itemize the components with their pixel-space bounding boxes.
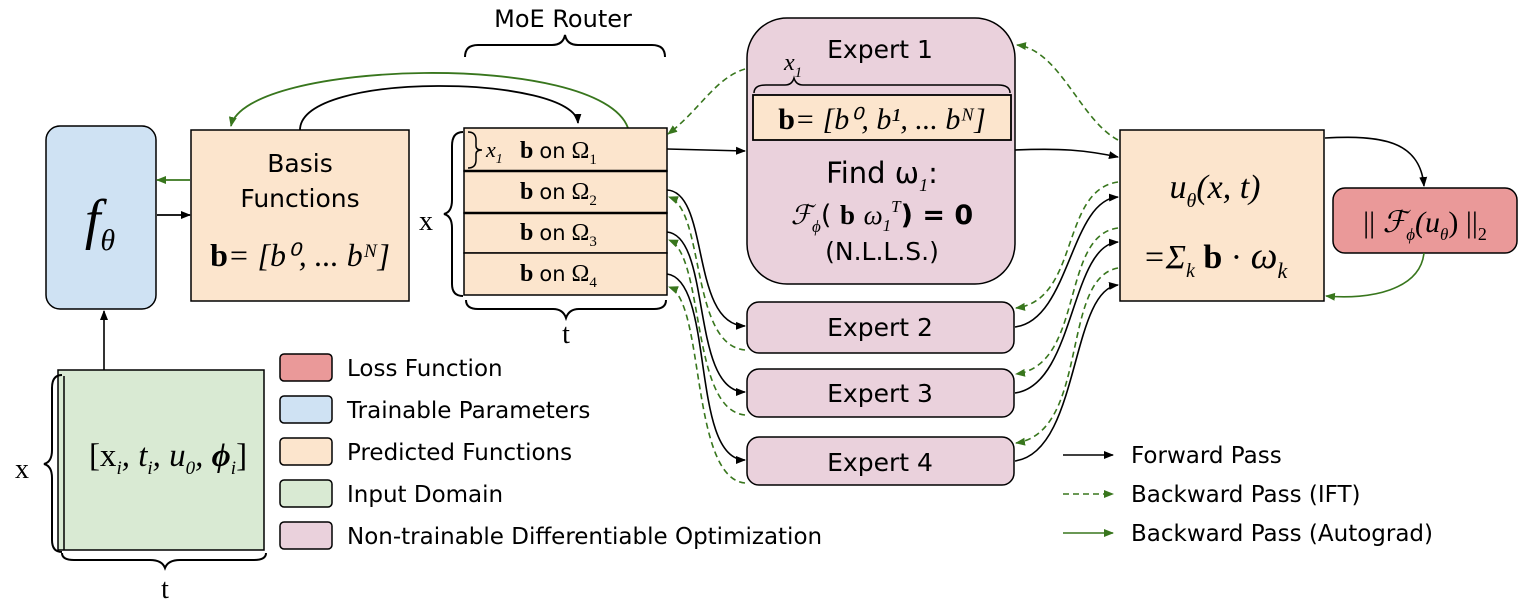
arrow-router-to-expert-3 bbox=[666, 231, 746, 396]
expert-3-label: Expert 3 bbox=[827, 379, 933, 408]
router-region-1-label: b on Ω1 bbox=[520, 138, 597, 168]
expert-2-box bbox=[746, 301, 1015, 354]
output-box bbox=[1119, 129, 1325, 302]
router-x-brace bbox=[443, 131, 464, 297]
arrow-output-to-expert-1-ift bbox=[1016, 42, 1119, 141]
loss-box bbox=[1332, 187, 1518, 254]
router-t-axis-label: t bbox=[562, 319, 570, 350]
arrow-expert-3-to-router-ift bbox=[668, 239, 746, 416]
arrow-expert-3-to-output bbox=[1014, 238, 1119, 394]
legend-autograd-label: Backward Pass (Autograd) bbox=[1131, 521, 1433, 547]
router-region-3-label: b on Ω3 bbox=[520, 220, 597, 250]
input-domain-box bbox=[57, 369, 265, 551]
legend-swatch bbox=[279, 353, 333, 382]
basis-title-2: Functions bbox=[240, 184, 359, 213]
basis-equation: b= [b⁰, ... bᴺ] bbox=[210, 237, 390, 273]
arrow-output-to-expert-2-ift bbox=[1015, 181, 1119, 311]
legend-swatch bbox=[279, 395, 333, 424]
expert-1-constraint: ℱϕ( b ω1T) = 0 bbox=[791, 197, 973, 236]
expert-2-label: Expert 2 bbox=[827, 313, 933, 342]
input-x-axis-label: x bbox=[15, 454, 29, 485]
arrow-output-to-expert-3-ift bbox=[1015, 227, 1119, 377]
arrow-expert-2-to-output bbox=[1014, 193, 1119, 328]
arc-router-to-basis-autograd bbox=[229, 72, 629, 129]
arrow-output-to-expert-4-ift bbox=[1015, 267, 1119, 446]
basis-title-1: Basis bbox=[267, 149, 332, 178]
legend-swatch bbox=[279, 479, 333, 508]
router-region-4 bbox=[463, 252, 668, 296]
arrow-expert-4-to-router-ift bbox=[668, 286, 746, 484]
router-x-axis-label: x bbox=[419, 206, 433, 237]
expert-1-x1-brace bbox=[753, 75, 1011, 94]
arrow-expert-4-to-output bbox=[1014, 281, 1119, 462]
legend-label: Loss Function bbox=[347, 356, 503, 382]
legend-label: Trainable Parameters bbox=[346, 398, 590, 424]
arrow-output-to-loss bbox=[1324, 136, 1428, 187]
input-t-brace bbox=[61, 552, 267, 571]
expert-1-find-omega: Find ω1: bbox=[826, 156, 938, 195]
basis-functions-box bbox=[190, 129, 410, 302]
expert-1-method: (N.L.L.S.) bbox=[825, 237, 939, 266]
input-x-brace bbox=[43, 374, 63, 553]
router-x1-brace bbox=[467, 131, 483, 169]
arrow-loss-to-output-autograd bbox=[1325, 252, 1425, 301]
legend-label: Predicted Functions bbox=[347, 440, 572, 466]
expert-1-basis-box bbox=[752, 94, 1012, 141]
moe-router-label: MoE Router bbox=[494, 5, 632, 33]
arrow-expert-2-to-router-ift bbox=[668, 196, 746, 351]
legend-label: Input Domain bbox=[347, 482, 503, 508]
arrow-router-to-expert-4 bbox=[666, 273, 746, 464]
router-region-4-label: b on Ω4 bbox=[520, 261, 597, 291]
router-x1-label: x1 bbox=[485, 137, 503, 167]
legend-label: Non-trainable Differentiable Optimizatio… bbox=[347, 524, 822, 550]
expert-4-label: Expert 4 bbox=[827, 448, 933, 477]
f-theta-box bbox=[45, 125, 157, 310]
expert-1-basis-equation: b= [b⁰, b¹, ... bᴺ] bbox=[778, 103, 986, 136]
router-region-3 bbox=[463, 212, 668, 254]
output-u-theta: uθ(x, t) bbox=[1169, 169, 1260, 212]
input-t-axis-label: t bbox=[161, 574, 169, 605]
router-region-2 bbox=[463, 170, 668, 214]
input-domain-expression: [xi, ti, u0, ϕi] bbox=[89, 438, 247, 479]
legend-swatch bbox=[279, 521, 333, 550]
arrow-expert-1-to-output bbox=[1014, 148, 1119, 160]
output-sum-expression: =Σk b · ωk bbox=[1143, 235, 1289, 283]
loss-expression: || ℱϕ(uθ) ||2 bbox=[1363, 206, 1487, 244]
moe-router-brace bbox=[464, 34, 666, 58]
expert-1-x1-label: x1 bbox=[783, 50, 802, 81]
router-t-brace bbox=[465, 299, 667, 322]
expert-4-box bbox=[746, 436, 1015, 486]
arrow-router-to-expert-1 bbox=[666, 146, 746, 155]
router-region-2-label: b on Ω2 bbox=[520, 179, 597, 209]
expert-1-title: Expert 1 bbox=[827, 35, 933, 64]
expert-3-box bbox=[746, 368, 1015, 418]
arrow-expert-1-to-router-ift bbox=[667, 68, 746, 135]
legend-ift-label: Backward Pass (IFT) bbox=[1131, 482, 1361, 508]
arc-basis-to-router bbox=[299, 85, 582, 131]
legend-forward-label: Forward Pass bbox=[1131, 443, 1282, 469]
legend-swatch bbox=[279, 437, 333, 466]
arrow-router-to-expert-2 bbox=[666, 189, 746, 330]
